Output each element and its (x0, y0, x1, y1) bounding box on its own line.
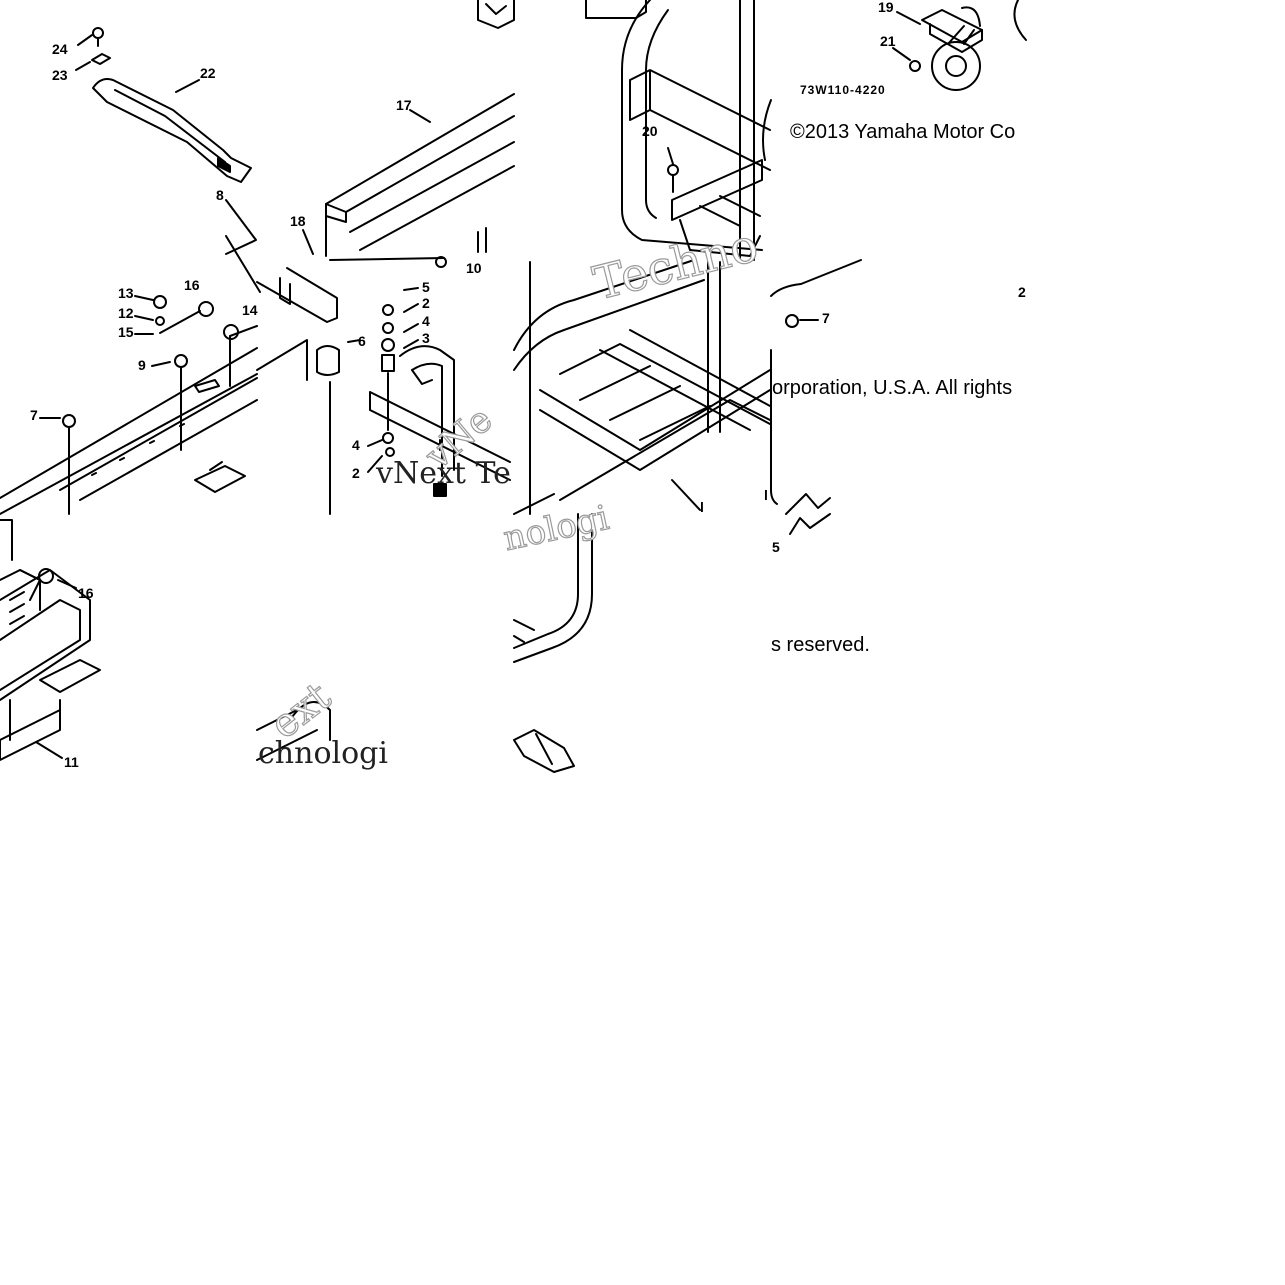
callout-11: 11 (64, 754, 79, 770)
callout-19: 19 (878, 0, 894, 15)
callout-13: 13 (118, 285, 134, 301)
watermark-chnologi: chnologi (258, 736, 388, 771)
callout-7: 7 (30, 407, 38, 423)
callout-fragment-1: l (700, 499, 704, 515)
callout-5: 5 (422, 279, 430, 295)
callout-17: 17 (396, 97, 412, 113)
tile-j-artwork (513, 513, 593, 773)
callout-5-right: 5 (772, 539, 780, 555)
callout-2-edge: 2 (1018, 284, 1026, 300)
tile-c-artwork (892, 0, 1027, 91)
tile-h-artwork (0, 519, 101, 761)
part-code: 73W110-4220 (800, 83, 886, 97)
copyright-line-1: ©2013 Yamaha Motor Co (790, 121, 1016, 143)
tile-f-artwork (513, 259, 772, 515)
callout-22: 22 (200, 65, 216, 81)
callout-16-lower: 16 (78, 585, 94, 601)
callout-4-lower: 4 (352, 437, 360, 453)
callout-23: 23 (52, 67, 68, 83)
callout-2-lower: 2 (352, 465, 360, 481)
tile-i-artwork (256, 701, 331, 761)
callout-21: 21 (880, 33, 896, 49)
tile-g-artwork (770, 259, 862, 515)
callout-3: 3 (422, 330, 430, 346)
callout-20: 20 (642, 123, 658, 139)
callout-2: 2 (422, 295, 430, 311)
callout-16: 16 (184, 277, 200, 293)
tile-e-artwork (256, 256, 511, 515)
callout-18: 18 (290, 213, 306, 229)
callout-12: 12 (118, 305, 134, 321)
callout-fragment-2: l (764, 487, 768, 503)
callout-14: 14 (242, 302, 258, 318)
copyright-line-3: s reserved. (771, 634, 870, 656)
tile-a-artwork (75, 0, 515, 257)
callout-7-right: 7 (822, 310, 830, 326)
callout-6: 6 (358, 333, 366, 349)
callout-9: 9 (138, 357, 146, 373)
tile-b-artwork (585, 0, 772, 261)
copyright-line-2: orporation, U.S.A. All rights (772, 377, 1013, 399)
watermark-vnext-te: vNext Te (376, 456, 511, 491)
callout-10: 10 (466, 260, 482, 276)
tile-d-artwork (0, 235, 261, 515)
callout-8: 8 (216, 187, 224, 203)
callout-15: 15 (118, 324, 134, 340)
tile-k-artwork (789, 513, 831, 535)
callout-24: 24 (52, 41, 68, 57)
callout-4: 4 (422, 313, 430, 329)
